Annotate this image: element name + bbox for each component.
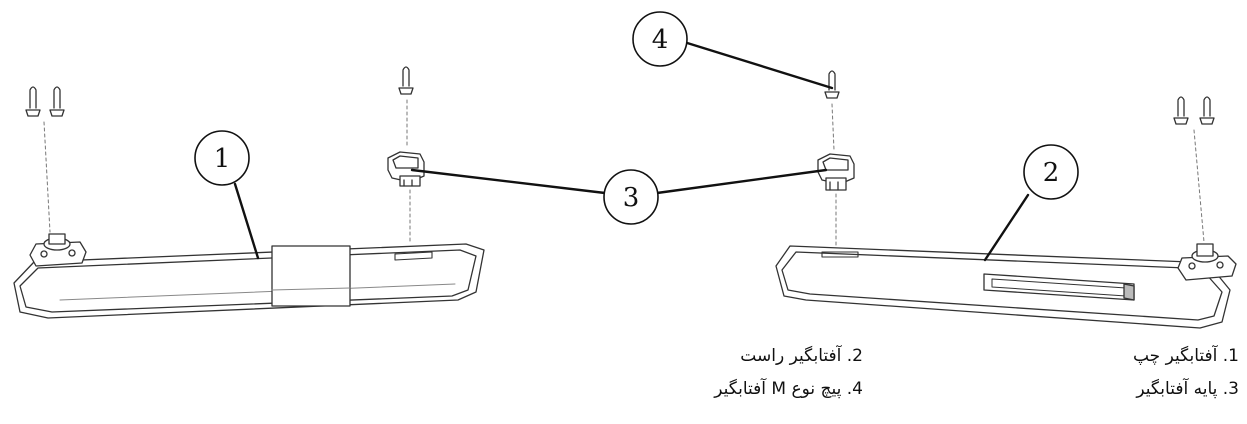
leader-line-4 <box>682 40 834 90</box>
legend-item-3: 3. پایه آفتابگیر <box>1136 379 1239 399</box>
leader-line-1 <box>233 182 260 260</box>
legend-item-1: 1. آفتابگیر چپ <box>1132 346 1239 366</box>
legend-item-2: 2. آفتابگیر راست <box>740 346 863 366</box>
left-mount-screws <box>25 86 65 233</box>
legend-item-4: 4. پیچ نوع M آفتابگیر <box>714 379 863 399</box>
callout-number-1: 1 <box>214 144 231 174</box>
callout-circle-1 <box>194 130 250 186</box>
callout-circle-3 <box>603 169 659 225</box>
leader-line-2 <box>983 193 1030 262</box>
right-sun-visor <box>775 245 1231 329</box>
leader-line-3-right <box>655 168 828 195</box>
left-clip-screw <box>398 66 414 245</box>
left-visor-retainer-clip <box>387 151 425 187</box>
right-visor-retainer-clip <box>817 153 855 191</box>
right-mount-screws <box>1173 96 1215 243</box>
right-clip-screw <box>824 70 840 249</box>
callout-number-2: 2 <box>1043 158 1060 188</box>
leader-line-3-left <box>410 168 607 195</box>
left-sun-visor <box>13 243 485 319</box>
callout-number-3: 3 <box>623 183 640 213</box>
callout-number-4: 4 <box>652 25 669 55</box>
right-visor-pivot-mount <box>1177 243 1237 281</box>
left-visor-pivot-mount <box>29 233 87 267</box>
callout-circle-4 <box>632 11 688 67</box>
callout-circle-2 <box>1023 144 1079 200</box>
